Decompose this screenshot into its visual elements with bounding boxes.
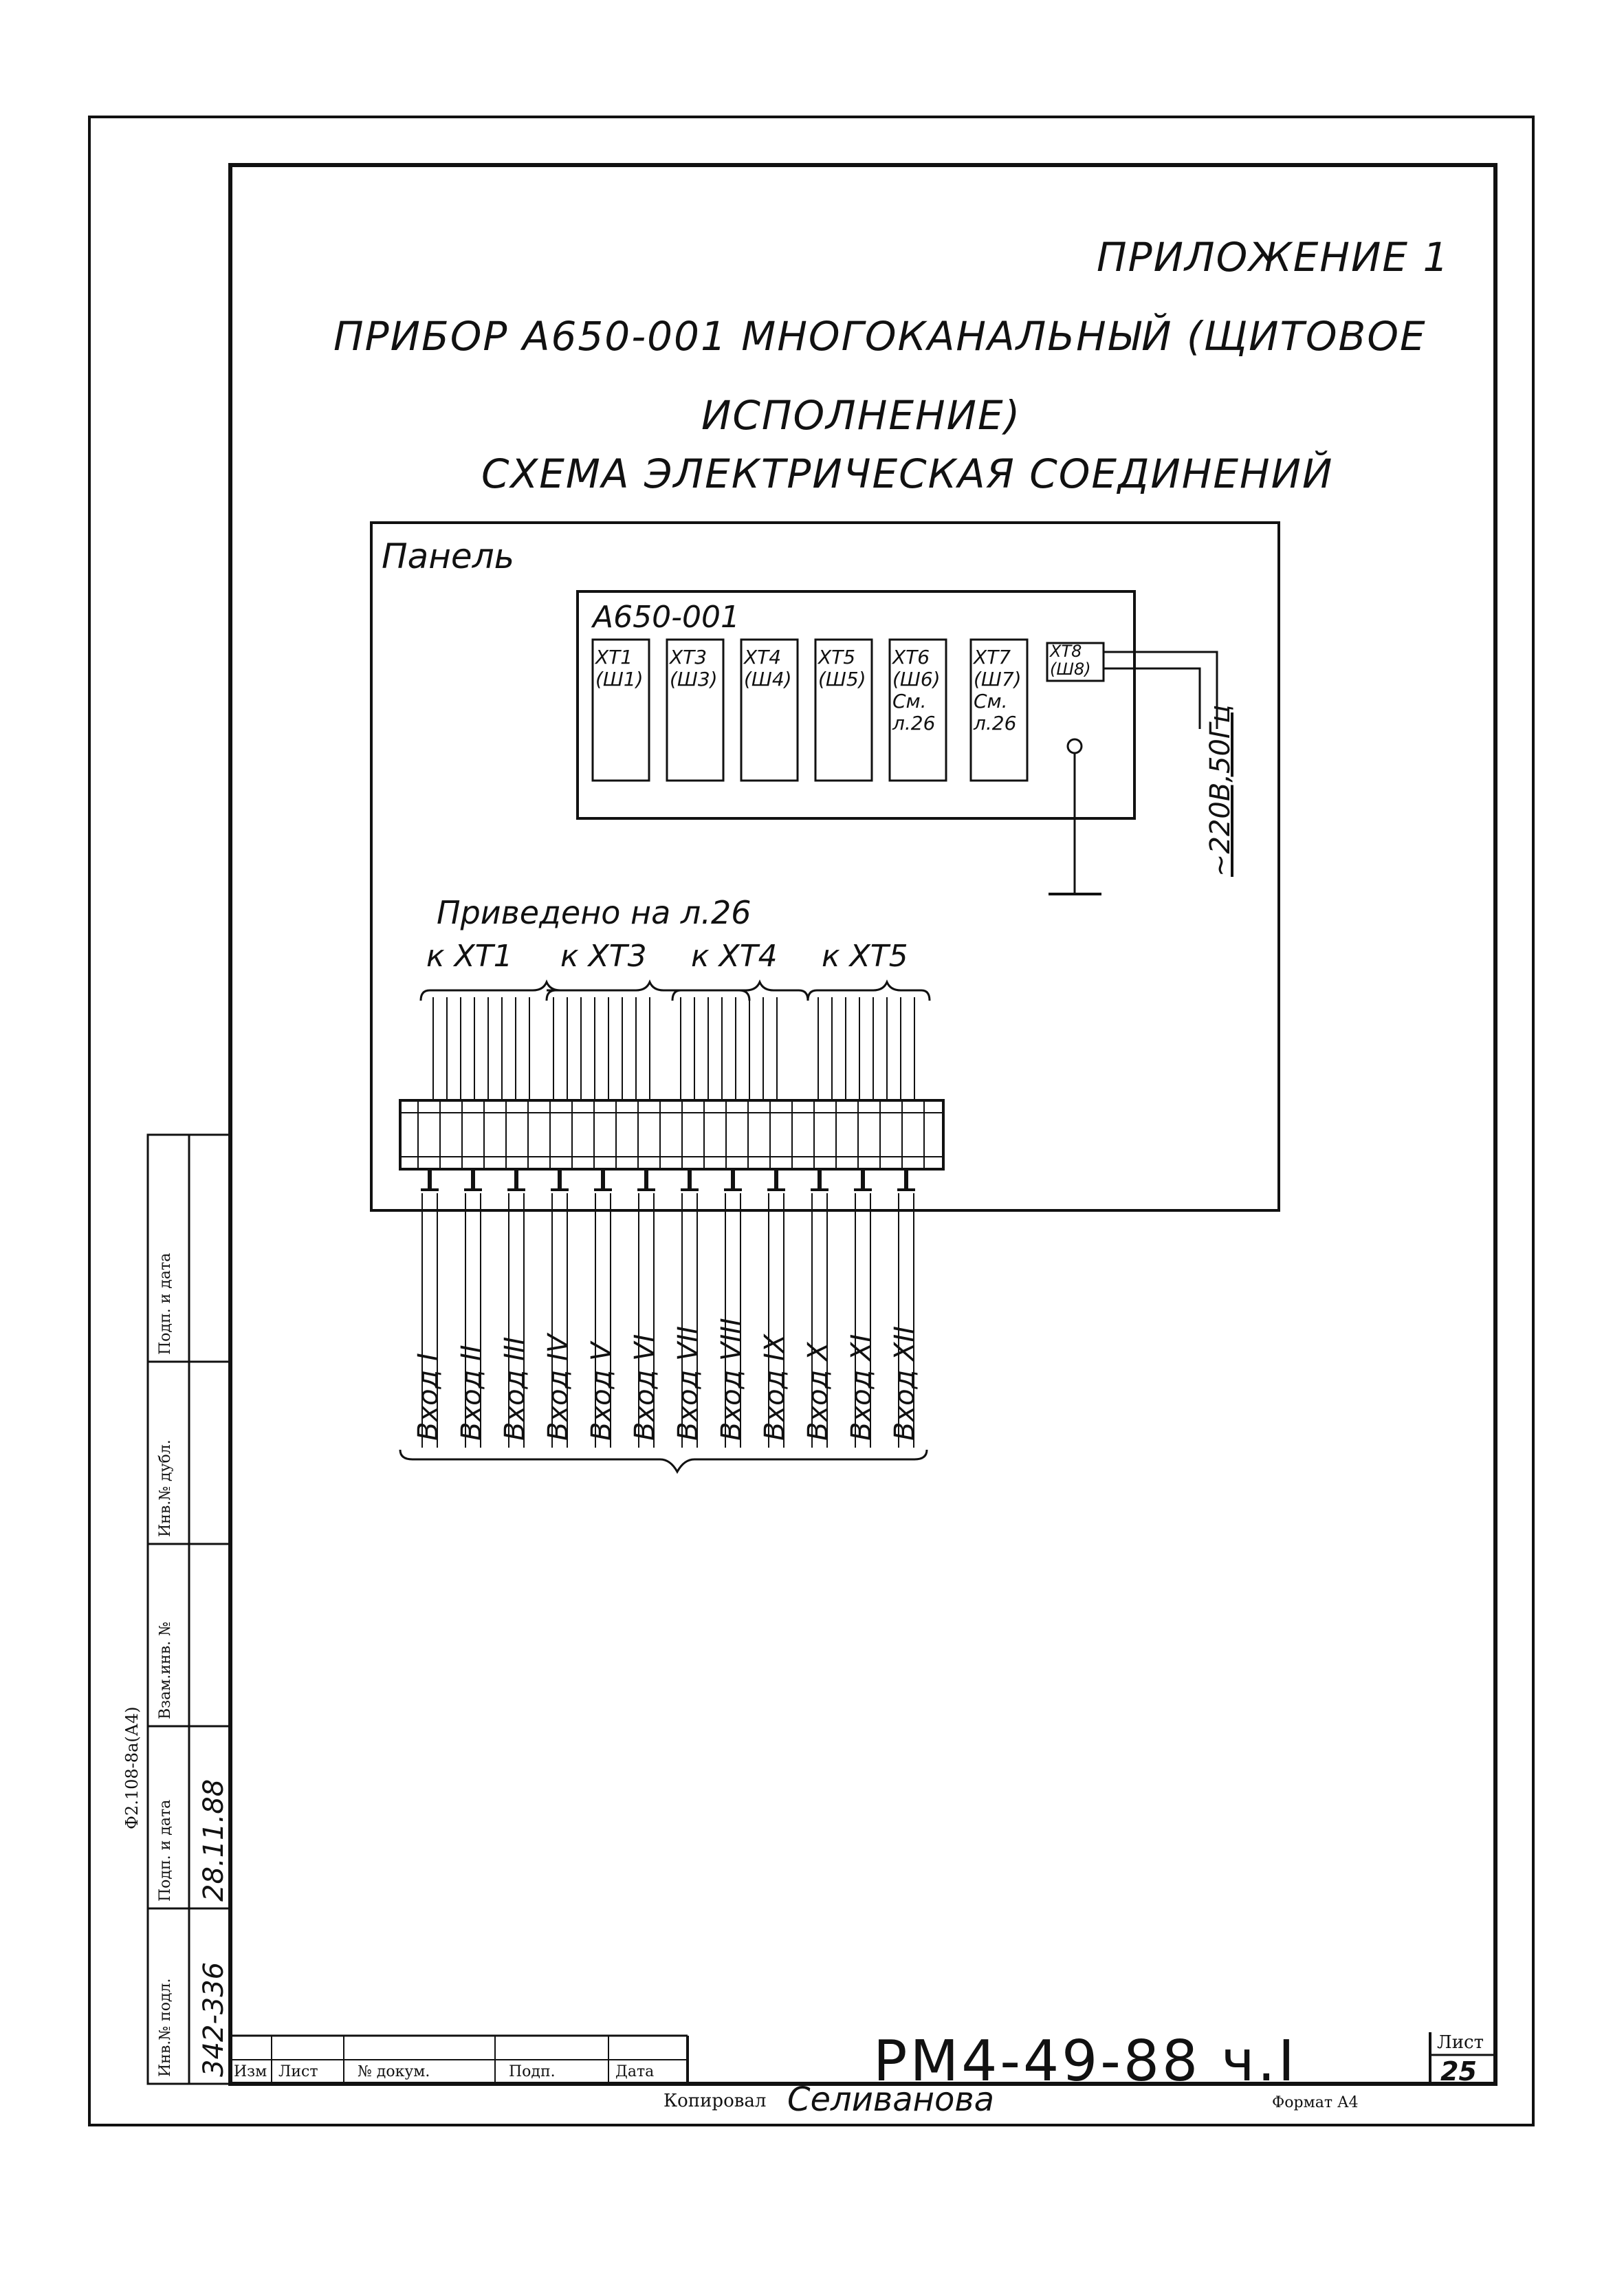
group-label-xt5: к ХТ5 xyxy=(822,939,908,974)
sheet-border xyxy=(88,116,1535,2126)
brace-xt1 xyxy=(419,979,561,1001)
tb-col-date: Дата xyxy=(615,2063,655,2080)
input-label-3: Вход III xyxy=(499,1336,531,1441)
sheet-label: Лист xyxy=(1437,2032,1484,2053)
connector-xt4-label: ХТ4(Ш4) xyxy=(744,646,792,690)
stamp-col-replace-inv: Взам.инв. № xyxy=(157,1622,174,1719)
panel-label: Панель xyxy=(382,536,515,576)
connector-xt1-block xyxy=(591,638,650,782)
brace-xt5 xyxy=(806,979,931,1001)
input-label-8: Вход VIII xyxy=(716,1318,747,1441)
routing-note: Приведено на л.26 xyxy=(437,894,751,931)
stamp-col-sign-date-2: Подп. и дата xyxy=(157,1252,174,1355)
device-outline xyxy=(576,590,1136,820)
input-label-4: Вход IV xyxy=(542,1334,574,1441)
stamp-sign-date: 28.11.88 xyxy=(198,1778,230,1902)
input-wire-6 xyxy=(637,1169,655,1448)
input-wire-3 xyxy=(507,1169,525,1448)
stamp-col-sign-date-1: Подп. и дата xyxy=(157,1799,174,1902)
tb-col-izm: Изм xyxy=(234,2063,267,2080)
input-wire-8 xyxy=(724,1169,742,1448)
terminal-block xyxy=(399,1099,945,1171)
brace-xt4 xyxy=(671,979,809,1001)
input-label-2: Вход II xyxy=(456,1345,487,1441)
input-wire-2 xyxy=(464,1169,482,1448)
copied-by: Селиванова xyxy=(787,2080,995,2119)
group-label-xt3: к ХТ3 xyxy=(560,939,647,974)
input-wire-1 xyxy=(421,1169,439,1448)
input-wire-11 xyxy=(854,1169,872,1448)
sheet-number: 25 xyxy=(1440,2056,1477,2087)
input-label-5: Вход V xyxy=(586,1342,617,1441)
stamp-col-inv-dup: Инв.№ дубл. xyxy=(157,1439,174,1537)
connector-xt1-label: ХТ1(Ш1) xyxy=(595,646,644,690)
power-label: ~220В,50Гц xyxy=(1205,704,1236,877)
connector-xt4-block xyxy=(740,638,799,782)
format-label: Формат А4 xyxy=(1272,2094,1359,2111)
document-designation: РМ4-49-88 ч.I xyxy=(873,2029,1297,2094)
connector-xt3-label: ХТ3(Ш3) xyxy=(670,646,718,690)
input-label-7: Вход VII xyxy=(672,1326,704,1441)
input-label-1: Вход I xyxy=(413,1353,444,1441)
input-wire-12 xyxy=(897,1169,915,1448)
format-code: Ф2.108-8а(А4) xyxy=(122,1706,142,1830)
power-lead-1 xyxy=(1104,651,1218,729)
connector-xt7-block xyxy=(969,638,1029,782)
panel-outline xyxy=(370,521,1280,1212)
input-label-12: Вход XII xyxy=(889,1326,921,1441)
input-wire-9 xyxy=(767,1169,785,1448)
device-label: А650-001 xyxy=(593,600,740,635)
stamp-inv-value: 342-336 xyxy=(198,1961,230,2077)
tb-col-doc: № докум. xyxy=(358,2063,430,2080)
ground-terminal xyxy=(1066,738,1083,754)
connector-xt8-label: ХТ8(Ш8) xyxy=(1050,642,1091,679)
tb-col-sign: Подп. xyxy=(509,2063,556,2080)
connector-xt7-label: ХТ7(Ш7)См.л.26 xyxy=(974,646,1022,734)
connector-xt3-block xyxy=(666,638,725,782)
copied-label: Копировал xyxy=(663,2091,767,2111)
connector-xt6-label: ХТ6(Ш6)См.л.26 xyxy=(892,646,941,734)
input-wire-5 xyxy=(594,1169,612,1448)
connector-xt6-block xyxy=(888,638,947,782)
input-wire-4 xyxy=(551,1169,569,1448)
connector-xt5-block xyxy=(814,638,873,782)
tb-col-list: Лист xyxy=(278,2063,318,2080)
input-label-11: Вход XI xyxy=(846,1334,877,1441)
title-line-1: ПРИБОР А650-001 МНОГОКАНАЛЬНЫЙ (ЩИТОВОЕ xyxy=(333,313,1427,360)
appendix-label: ПРИЛОЖЕНИЕ 1 xyxy=(1097,234,1450,281)
drawing-frame xyxy=(228,163,1497,2086)
group-label-xt4: к ХТ4 xyxy=(691,939,778,974)
group-label-xt1: к ХТ1 xyxy=(426,939,513,974)
power-lead-2 xyxy=(1104,667,1201,729)
input-wire-7 xyxy=(681,1169,699,1448)
input-wire-10 xyxy=(811,1169,829,1448)
input-label-9: Вход IX xyxy=(759,1334,791,1441)
connector-xt8-block xyxy=(1046,642,1105,682)
input-label-6: Вход VI xyxy=(629,1334,661,1441)
connector-xt5-label: ХТ5(Ш5) xyxy=(818,646,866,690)
inputs-brace xyxy=(399,1449,928,1474)
title-line-2: ИСПОЛНЕНИЕ) xyxy=(701,392,1022,439)
title-line-3: СХЕМА ЭЛЕКТРИЧЕСКАЯ СОЕДИНЕНИЙ xyxy=(481,450,1334,497)
stamp-col-inv-orig: Инв.№ подл. xyxy=(157,1978,174,2077)
input-label-10: Вход X xyxy=(802,1342,834,1441)
